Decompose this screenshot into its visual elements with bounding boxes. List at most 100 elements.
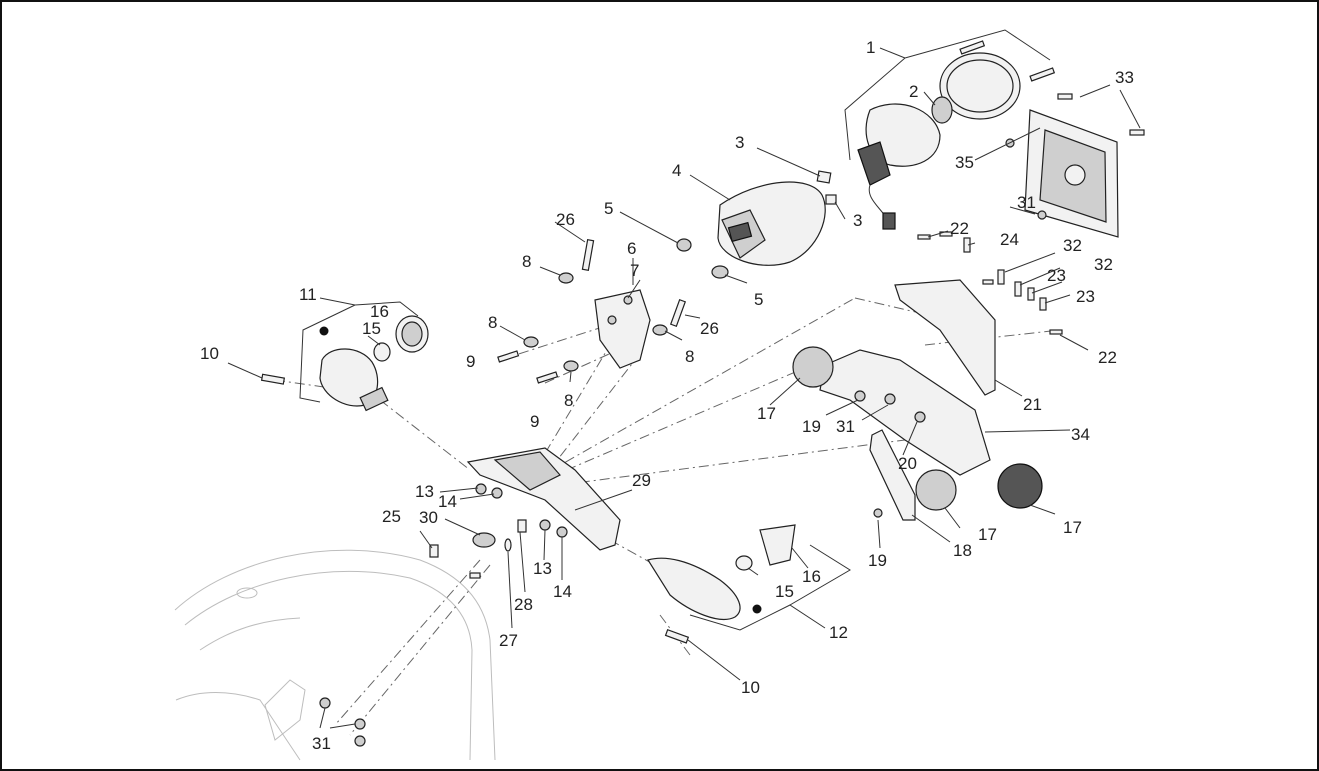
spacer-13a [475,483,487,495]
callout-19a: 19 [802,417,821,436]
license-support [466,447,621,551]
nut-14b [556,526,568,538]
callout-19b: 19 [868,551,887,570]
callout-23a: 23 [1047,266,1066,285]
callout-32a: 32 [1063,236,1082,255]
nut-31d-1 [319,697,331,709]
callout-23b: 23 [1076,287,1095,306]
callout-7: 7 [630,261,639,280]
callout-18: 18 [953,541,972,560]
grommet-upper [676,238,692,252]
callout-26a: 26 [556,210,575,229]
taillight-bracket [594,289,651,369]
clip-top [816,170,832,184]
washer-8a [558,272,574,284]
callout-16a: 16 [370,302,389,321]
pin-28 [517,519,527,533]
callout-15b: 15 [775,582,794,601]
screw-26-lower [669,298,687,328]
grommet-lower [711,265,729,279]
callout-12: 12 [829,623,848,642]
callout-8c: 8 [685,347,694,366]
bolt-9a [497,350,520,363]
screw-small [469,572,481,579]
callout-31c: 31 [312,734,331,753]
pin-25 [429,544,439,558]
reflector-17c [997,463,1043,509]
callout-8d: 8 [564,391,573,410]
taillight-housing [717,181,826,266]
callout-3a: 3 [735,133,744,152]
screw-10-left [260,373,286,385]
callout-9b: 9 [530,412,539,431]
washer-8b [523,336,539,348]
callout-15a: 15 [362,319,381,338]
callout-26b: 26 [700,319,719,338]
callout-8a: 8 [522,252,531,271]
clip-side [825,194,837,205]
nut-19b [873,508,883,518]
grommet-30 [472,532,496,548]
callout-30: 30 [419,508,438,527]
callout-25: 25 [382,507,401,526]
screw-10-right [664,628,690,644]
callout-9a: 9 [466,352,475,371]
license-plate-holder [1024,109,1119,238]
callout-34: 34 [1071,425,1090,444]
callout-10a: 10 [200,344,219,363]
callout-31a: 31 [1017,193,1036,212]
callout-5b: 5 [754,290,763,309]
nut-20 [914,411,926,423]
callout-24: 24 [1000,230,1019,249]
ring-27 [504,538,512,552]
callout-11: 11 [299,285,317,304]
washer-8c [563,360,579,372]
callout-13a: 13 [415,482,434,501]
callout-29: 29 [632,471,651,490]
callout-17c: 17 [1063,518,1082,537]
callout-16b: 16 [802,567,821,586]
callout-labels: 1 2 3 3 4 5 5 6 7 8 8 8 8 9 9 10 10 11 1… [200,38,1134,753]
washer-8d [652,324,668,336]
reflector-17a [792,346,834,388]
bolt-9b [536,371,559,384]
callout-8b: 8 [488,313,497,332]
callout-10b: 10 [741,678,760,697]
callout-32b: 32 [1094,255,1113,274]
callout-20: 20 [898,454,917,473]
nut-31c [884,393,896,405]
callout-2: 2 [909,82,918,101]
callout-17a: 17 [757,404,776,423]
left-turn-indicator [319,315,429,412]
callout-21: 21 [1023,395,1042,414]
nut-31d-3 [354,735,366,747]
screw-26-upper [581,239,595,271]
rear-fender-outline [174,549,496,761]
plate-bracket-21 [894,279,996,396]
callout-5a: 5 [604,199,613,218]
callout-6: 6 [627,239,636,258]
callout-17b: 17 [978,525,997,544]
callout-33: 33 [1115,68,1134,87]
callout-31b: 31 [836,417,855,436]
callout-13b: 13 [533,559,552,578]
callout-4: 4 [672,161,681,180]
fastener-set [917,231,1063,335]
reflector-17b [915,469,957,511]
callout-22a: 22 [950,219,969,238]
bracket-18 [869,429,916,521]
callout-14a: 14 [438,492,457,511]
reflector-bracket-34 [819,349,991,476]
nut-31b [1037,210,1047,220]
callout-22b: 22 [1098,348,1117,367]
nut-19a [854,390,866,402]
nut-31d-2 [354,718,366,730]
callout-14b: 14 [553,582,572,601]
screw-33a [1057,93,1073,100]
callout-27: 27 [499,631,518,650]
taillight-lens-assembly [857,40,1056,230]
callout-1: 1 [866,38,875,57]
screw-33b [1129,129,1145,136]
